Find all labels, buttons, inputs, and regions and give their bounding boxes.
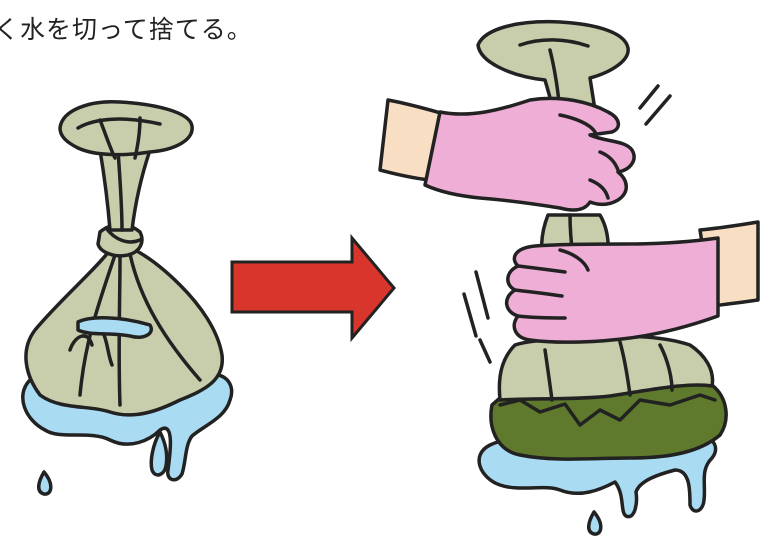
right-arrow-icon [232,238,394,338]
gloved-hands-squeezing-bag-icon [380,22,758,534]
tied-bag-dripping-icon [23,102,232,494]
